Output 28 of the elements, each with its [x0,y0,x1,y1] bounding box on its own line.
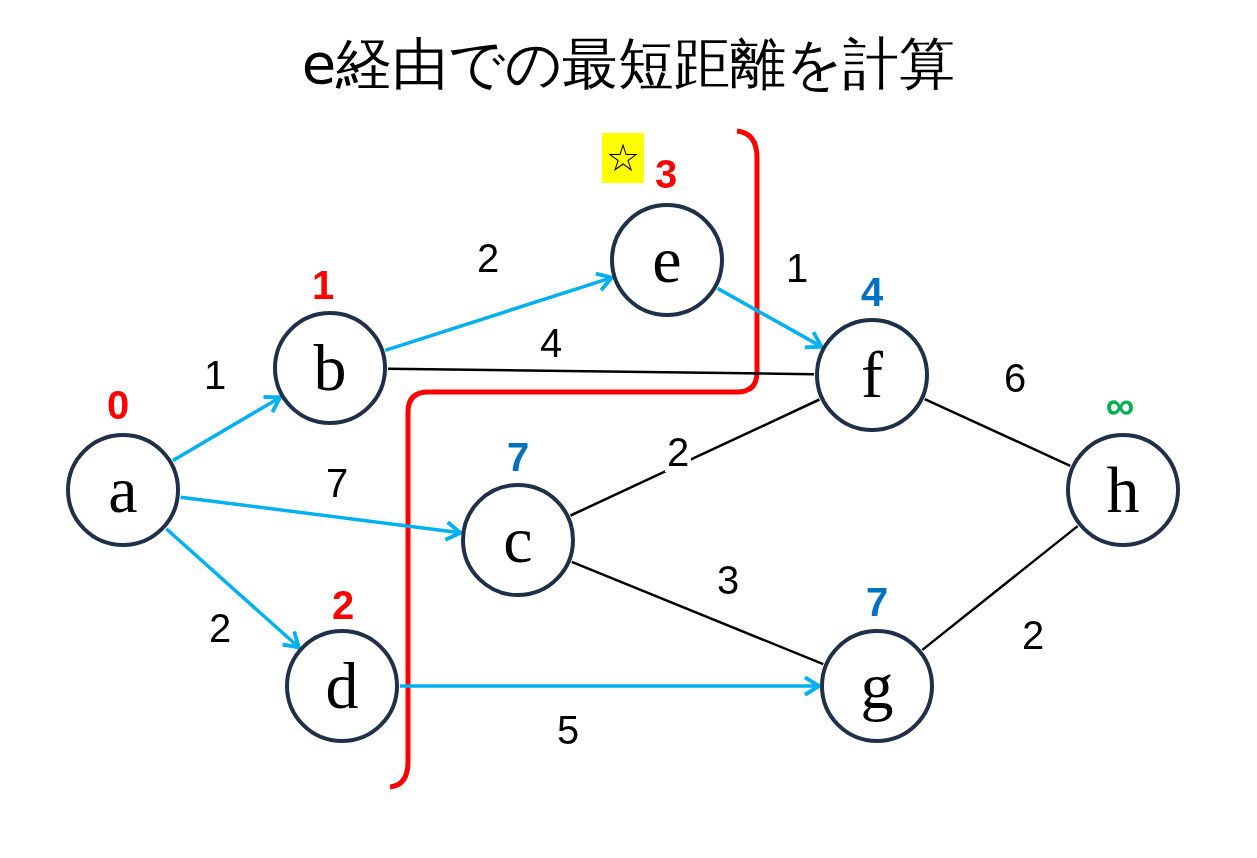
node-label: f [861,342,883,408]
arrow [400,675,821,697]
distance-label: ∞ [1105,385,1135,425]
node-label: d [325,653,359,719]
arrow [384,271,614,352]
distance-label: 2 [331,585,355,625]
distance-label: 4 [860,272,884,312]
arrow [716,286,824,350]
connector-line [570,398,820,517]
connector-line [921,525,1079,651]
title: e経由での最短距離を計算 [300,30,957,98]
connector-line [571,560,824,666]
distance-label: 0 [106,385,130,425]
distance-label: 7 [865,582,889,622]
star-badge: ☆ [601,133,645,183]
node-label: c [503,507,533,573]
connector-line [924,398,1071,467]
arrow [165,527,301,650]
node-label: b [313,335,347,401]
node-label: h [1106,457,1140,523]
connector-line [388,367,814,376]
arrow [180,495,463,542]
distance-label: 1 [311,265,335,305]
distance-label: 3 [654,154,678,194]
node-label: e [652,227,682,293]
arrow [172,395,282,463]
distance-label: 7 [506,437,530,477]
node-label: a [108,457,138,523]
